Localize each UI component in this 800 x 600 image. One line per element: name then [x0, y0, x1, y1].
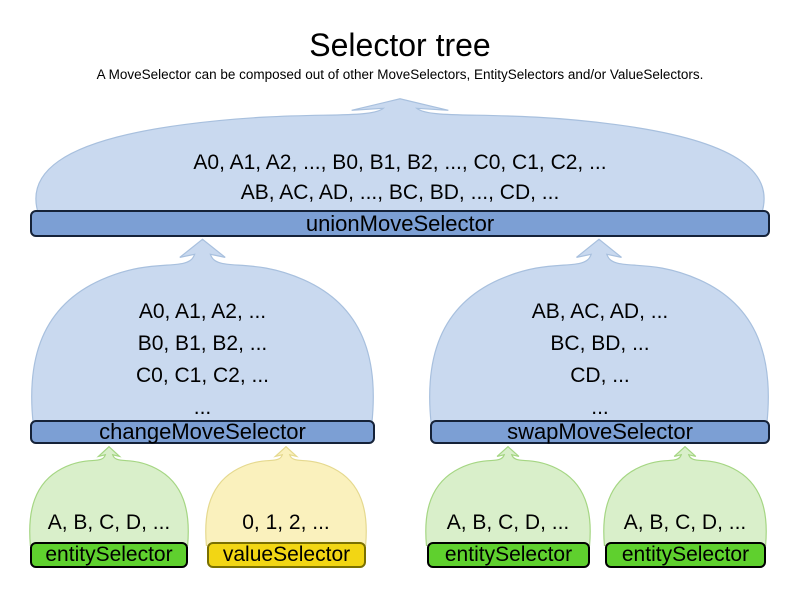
cloud-text-line: B0, B1, B2, ...: [137, 332, 268, 355]
cloud-text-line: AB, AC, AD, ...: [531, 300, 669, 323]
union-move-selector-label: unionMoveSelector: [305, 210, 495, 236]
entity-selector-bar: entitySelector: [427, 542, 590, 568]
entity-cloud-arrow-shape: [424, 446, 592, 546]
swap-cloud-arrow-shape: [426, 238, 772, 424]
entity-selector-bar: entitySelector: [605, 542, 766, 568]
swap-move-selector-label: swapMoveSelector: [507, 419, 693, 444]
cloud-text-line: A0, A1, A2, ..., B0, B1, B2, ..., C0, C1…: [193, 151, 607, 174]
swap-cloud-text: AB, AC, AD, ... BC, BD, ... CD, ... ...: [430, 296, 770, 424]
cloud-text-line: A, B, C, D, ...: [47, 511, 171, 534]
entity-cloud-text: A, B, C, D, ...: [28, 510, 190, 536]
value-selector-label: valueSelector: [222, 543, 351, 566]
cloud-text-line: ...: [591, 396, 609, 419]
cloud-text-line: A0, A1, A2, ...: [138, 300, 267, 323]
cloud-text-line: ...: [193, 396, 212, 419]
entity-selector-label: entitySelector: [621, 543, 750, 566]
value-selector-bar: valueSelector: [207, 542, 366, 568]
cloud-text-line: AB, AC, AD, ..., BC, BD, ..., CD, ...: [240, 181, 560, 204]
entity-selector-label: entitySelector: [45, 543, 173, 566]
union-move-selector-bar: unionMoveSelector: [30, 210, 770, 237]
entity-selector-bar: entitySelector: [30, 542, 188, 568]
entity-cloud-arrow-shape: [602, 446, 768, 546]
cloud-text-line: A, B, C, D, ...: [446, 511, 570, 534]
swap-move-selector-bar: swapMoveSelector: [430, 419, 770, 444]
change-move-selector-label: changeMoveSelector: [99, 419, 306, 444]
page-title: Selector tree: [309, 27, 491, 63]
entity-cloud-text: A, B, C, D, ...: [602, 510, 768, 536]
entity-cloud-text: A, B, C, D, ...: [424, 510, 592, 536]
change-cloud-text: A0, A1, A2, ... B0, B1, B2, ... C0, C1, …: [30, 296, 375, 424]
cloud-text-line: BC, BD, ...: [550, 332, 650, 355]
page-subtitle: A MoveSelector can be composed out of ot…: [96, 67, 704, 82]
change-move-selector-bar: changeMoveSelector: [30, 419, 375, 444]
union-cloud-text: A0, A1, A2, ..., B0, B1, B2, ..., C0, C1…: [30, 148, 770, 208]
value-cloud-arrow-shape: [204, 446, 368, 546]
entity-cloud-arrow-shape: [28, 446, 190, 546]
cloud-text-line: 0, 1, 2, ...: [242, 511, 330, 534]
value-cloud-text: 0, 1, 2, ...: [204, 510, 368, 536]
cloud-text-line: CD, ...: [570, 364, 630, 387]
union-cloud-arrow-shape: [28, 98, 772, 216]
change-cloud-arrow-shape: [28, 238, 377, 424]
entity-selector-label: entitySelector: [444, 543, 573, 566]
cloud-text-line: C0, C1, C2, ...: [135, 364, 270, 387]
cloud-text-line: A, B, C, D, ...: [623, 511, 747, 534]
